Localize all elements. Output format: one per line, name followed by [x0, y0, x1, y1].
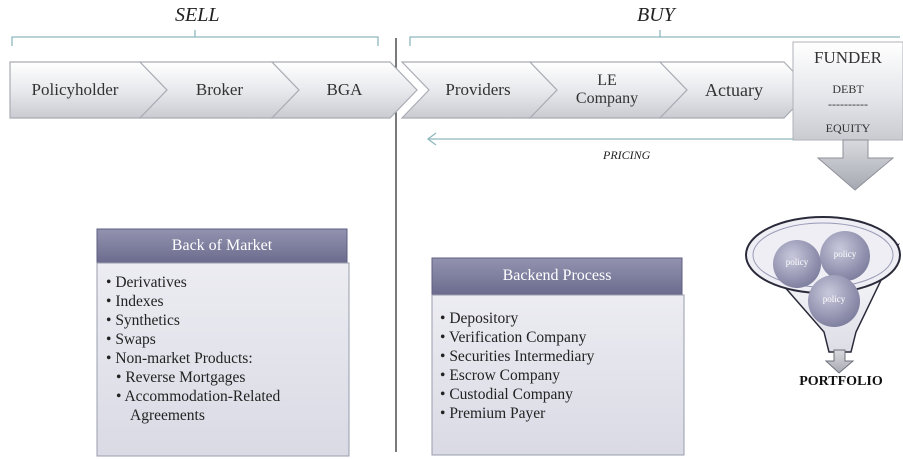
- buy-title: BUY: [637, 4, 675, 26]
- buy-bracket: [409, 30, 900, 46]
- sell-bracket: [11, 30, 379, 46]
- portfolio-label: PORTFOLIO: [799, 374, 883, 389]
- sell-title: SELL: [175, 4, 220, 26]
- list-sub-item-continued: Agreements: [130, 407, 205, 424]
- chevron-bga: [270, 61, 418, 119]
- policy-sphere-2: [820, 231, 870, 281]
- funder-equity: EQUITY: [825, 121, 871, 135]
- policy-sphere-1: [773, 240, 821, 288]
- list-item: • Synthetics: [106, 312, 180, 329]
- list-item: • Custodial Company: [440, 386, 573, 403]
- portfolio-down-arrow: [824, 349, 855, 374]
- backend-process-title: Backend Process: [502, 267, 612, 284]
- funder-debt: DEBT: [832, 82, 864, 96]
- policy-sphere-label-3: policy: [822, 294, 846, 304]
- list-item: • Indexes: [106, 293, 164, 310]
- back-of-market-title-bar: [96, 228, 348, 264]
- chevron-label-providers: Providers: [445, 80, 511, 99]
- chevron-label-bga: BGA: [326, 80, 363, 99]
- list-sub-item: • Accommodation-Related: [116, 388, 281, 405]
- back-of-market-list: • Derivatives • Indexes • Synthetics • S…: [106, 273, 280, 425]
- list-item: • Verification Company: [440, 329, 587, 346]
- backend-process-box: Backend Process: [432, 258, 682, 295]
- chevron-row: [9, 61, 812, 119]
- list-item: • Depository: [440, 310, 519, 327]
- funder-title: FUNDER: [813, 48, 882, 67]
- chevron-actuary: [658, 61, 812, 119]
- list-sub-item: • Reverse Mortgages: [116, 369, 246, 386]
- back-of-market-box: Back of Market: [97, 229, 347, 263]
- backend-process-panel: [431, 294, 685, 456]
- back-of-market-title: Back of Market: [171, 237, 273, 254]
- chevron-label-policyholder: Policyholder: [31, 80, 119, 99]
- policy-sphere-label-2: policy: [833, 249, 857, 259]
- list-item: • Non-market Products:: [106, 350, 253, 367]
- backend-process-title-bar: [431, 257, 683, 296]
- list-item: • Escrow Company: [440, 367, 560, 384]
- funder-down-arrow: [816, 139, 895, 191]
- policy-sphere-3: [808, 275, 860, 327]
- pricing-arrow-head: [426, 132, 437, 146]
- chevron-label-actuary: Actuary: [705, 80, 763, 100]
- chevron-label-le-company: LE Company: [575, 72, 639, 107]
- list-item: • Swaps: [106, 331, 156, 348]
- funder-box: [792, 41, 903, 141]
- pricing-label: PRICING: [603, 148, 651, 162]
- list-item: • Premium Payer: [440, 405, 546, 422]
- list-item: • Securities Intermediary: [440, 348, 595, 365]
- chevron-label-broker: Broker: [195, 80, 244, 99]
- policy-sphere-label-1: policy: [785, 257, 809, 267]
- list-item: • Derivatives: [106, 274, 187, 291]
- funder-divider: ----------: [828, 97, 868, 111]
- backend-process-list: • Depository • Verification Company • Se…: [440, 309, 594, 423]
- back-of-market-panel: [96, 262, 350, 457]
